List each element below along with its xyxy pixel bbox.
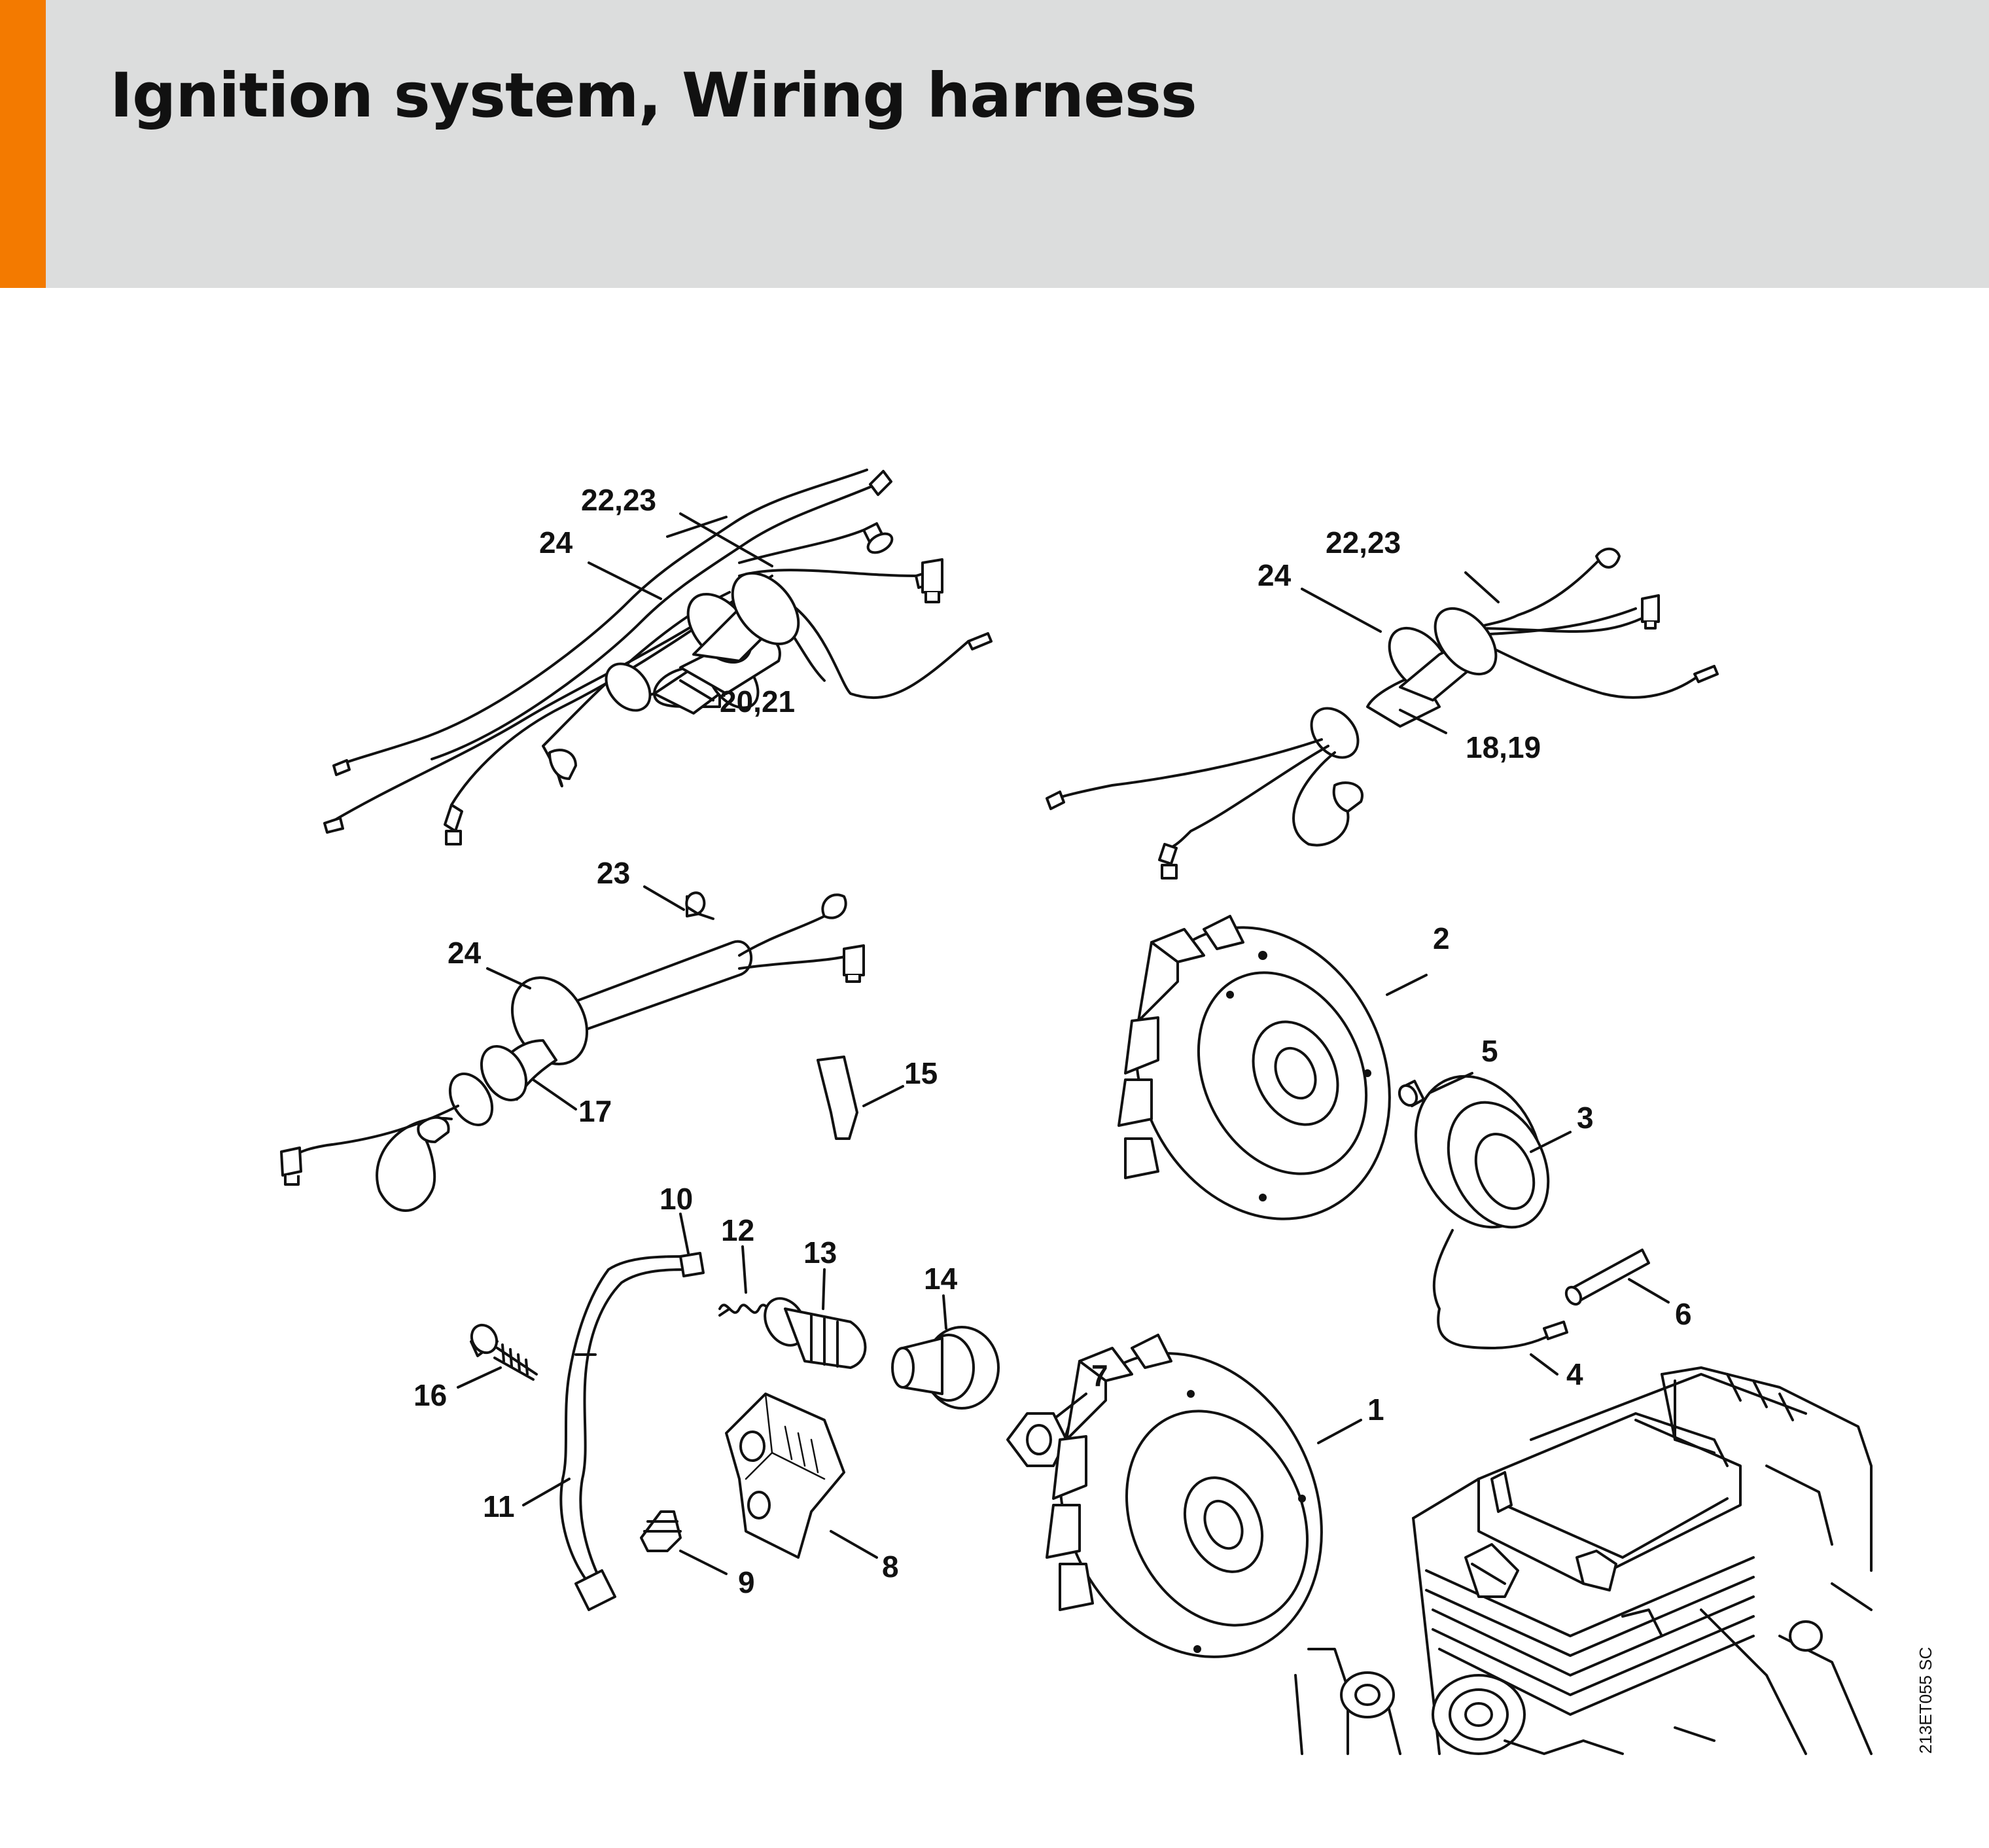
callout-3: 3 [1577, 1101, 1594, 1135]
callout-2: 2 [1433, 921, 1450, 955]
bracket-15 [817, 1056, 858, 1140]
clip-23 [685, 891, 714, 920]
callout-4: 4 [1566, 1357, 1583, 1391]
flywheel-2 [1118, 915, 1391, 1220]
callout-11: 11 [483, 1489, 515, 1523]
callout-17: 17 [578, 1094, 612, 1128]
callout-22-23-right: 22,23 [1326, 525, 1401, 560]
header-band [0, 0, 1989, 288]
callout-23: 23 [597, 856, 630, 890]
callout-18-19: 18,19 [1466, 730, 1541, 764]
callouts: 22,23 24 20,21 22,23 24 18,19 23 24 17 1… [414, 483, 1692, 1599]
callout-22-23-left: 22,23 [581, 483, 656, 517]
callout-8: 8 [882, 1550, 899, 1584]
wiring-harness-18-19 [1046, 547, 1719, 880]
contact-spring-13 [764, 1297, 867, 1369]
callout-5: 5 [1481, 1034, 1498, 1068]
screw-16 [470, 1323, 538, 1381]
callout-14: 14 [924, 1262, 958, 1296]
drawing-code: 213ET055 SC [1916, 1647, 1935, 1754]
wiring-harness-17 [280, 893, 865, 1212]
callout-12: 12 [721, 1213, 754, 1247]
callout-13: 13 [803, 1235, 837, 1270]
callout-6: 6 [1675, 1297, 1692, 1331]
pin-6 [1564, 1249, 1650, 1306]
flywheel-1 [1046, 1334, 1323, 1658]
ignition-module-3 [1414, 1075, 1568, 1349]
ignition-module-8 [725, 1393, 845, 1559]
callout-24-top-left: 24 [539, 525, 573, 560]
leader-lines [457, 512, 1670, 1575]
callout-16: 16 [414, 1378, 447, 1412]
callout-7: 7 [1091, 1359, 1108, 1393]
callout-20-21: 20,21 [720, 684, 795, 719]
callout-24-top-right: 24 [1258, 558, 1292, 592]
nut-7 [1006, 1412, 1068, 1467]
grommet-14 [891, 1326, 1000, 1410]
screw-5 [1398, 1080, 1425, 1107]
callout-9: 9 [738, 1565, 755, 1599]
boot-9 [640, 1510, 682, 1552]
accent-bar [0, 0, 46, 288]
page-title: Ignition system, Wiring harness [110, 60, 1197, 132]
wiring-harness-20-21 [323, 469, 993, 845]
callout-10: 10 [660, 1182, 693, 1216]
callout-1: 1 [1367, 1393, 1384, 1427]
callout-15: 15 [904, 1056, 938, 1090]
engine-housing [1294, 1366, 1873, 1755]
callout-24-mid: 24 [448, 936, 482, 970]
ignition-lead-10-11 [559, 1252, 705, 1611]
